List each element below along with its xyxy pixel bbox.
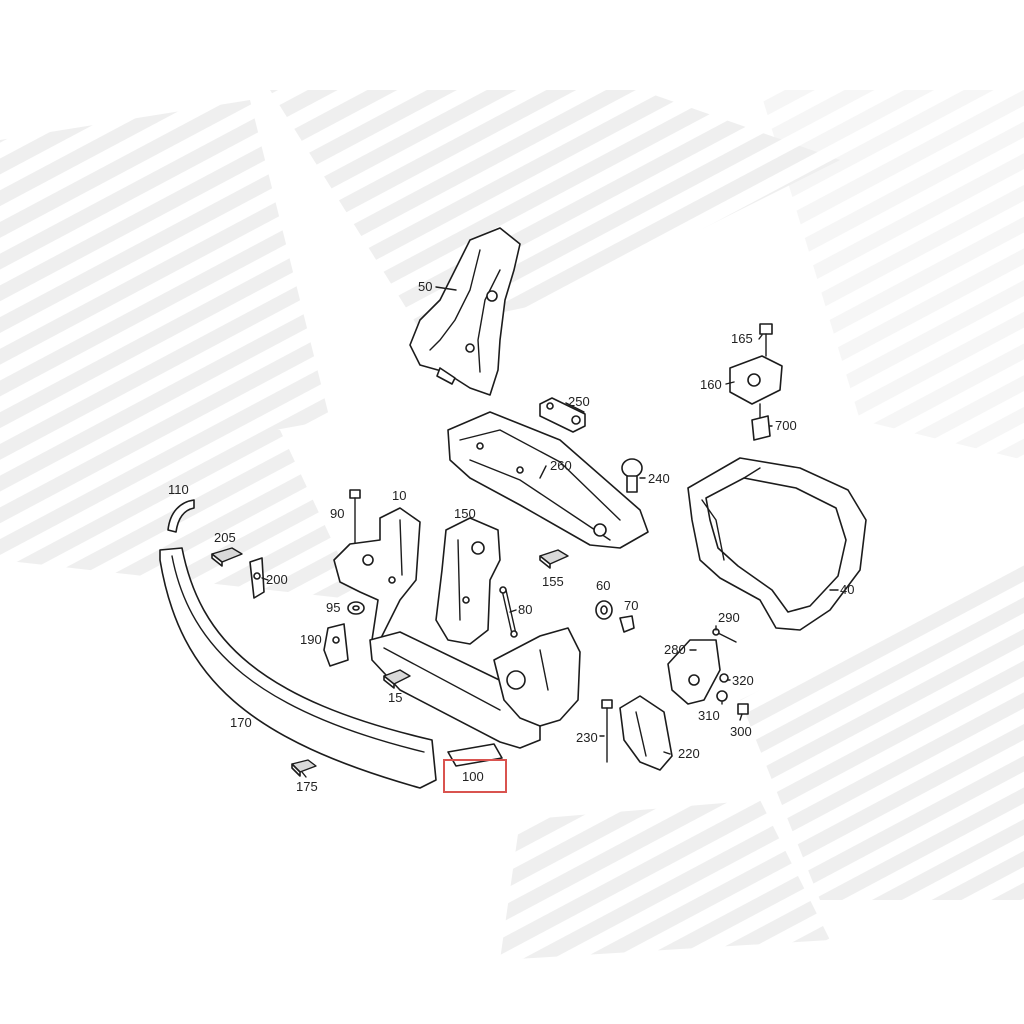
part-200-bracket[interactable]: [249, 557, 265, 599]
part-100-plate[interactable]: [447, 743, 503, 767]
part-170-bumper-beam[interactable]: [159, 547, 437, 789]
part-150-side-member[interactable]: [435, 517, 501, 645]
highlight-box: [443, 759, 507, 793]
label-165: 165: [731, 331, 753, 346]
part-155-clip[interactable]: [539, 549, 569, 569]
part-10-lock-carrier[interactable]: [333, 507, 421, 641]
label-10: 10: [392, 488, 406, 503]
label-60: 60: [596, 578, 610, 593]
label-150: 150: [454, 506, 476, 521]
side-frame-right[interactable]: [493, 627, 581, 727]
label-40: 40: [840, 582, 854, 597]
watermark: [0, 90, 1024, 960]
leader-lines: [261, 286, 839, 778]
part-40-wheelhouse-frame[interactable]: [687, 457, 867, 631]
part-70-nut[interactable]: [619, 615, 635, 633]
label-205: 205: [214, 530, 236, 545]
part-80-rod[interactable]: [499, 586, 518, 638]
part-250-bracket[interactable]: [539, 397, 586, 433]
label-160: 160: [700, 377, 722, 392]
label-200: 200: [266, 572, 288, 587]
part-230-bolt[interactable]: [601, 699, 613, 763]
label-95: 95: [326, 600, 340, 615]
part-60-grommet[interactable]: [595, 600, 613, 620]
part-205-clip[interactable]: [211, 547, 243, 567]
label-300: 300: [730, 724, 752, 739]
label-70: 70: [624, 598, 638, 613]
label-240: 240: [648, 471, 670, 486]
label-230: 230: [576, 730, 598, 745]
label-190: 190: [300, 632, 322, 647]
part-280-bracket[interactable]: [667, 639, 721, 705]
label-15: 15: [388, 690, 402, 705]
label-170: 170: [230, 715, 252, 730]
part-240-bump-stop[interactable]: [621, 458, 643, 493]
label-155: 155: [542, 574, 564, 589]
label-80: 80: [518, 602, 532, 617]
part-15-clip[interactable]: [383, 669, 411, 689]
part-320-washer[interactable]: [719, 673, 729, 683]
label-280: 280: [664, 642, 686, 657]
part-160-latch[interactable]: [729, 355, 783, 419]
label-175: 175: [296, 779, 318, 794]
label-90: 90: [330, 506, 344, 521]
label-290: 290: [718, 610, 740, 625]
part-175-clip[interactable]: [291, 759, 317, 777]
label-700: 700: [775, 418, 797, 433]
label-220: 220: [678, 746, 700, 761]
part-95-washer[interactable]: [347, 601, 365, 615]
label-110: 110: [168, 482, 189, 497]
label-310: 310: [698, 708, 720, 723]
part-310-nut[interactable]: [716, 690, 728, 702]
part-labels: 50 165 160 250 700 260 240 110 10 90 150…: [168, 279, 854, 794]
label-50: 50: [418, 279, 432, 294]
label-250: 250: [568, 394, 590, 409]
part-300-bolt[interactable]: [737, 703, 749, 715]
part-110-bracket[interactable]: [167, 499, 195, 533]
part-50-apron-section[interactable]: [409, 227, 521, 396]
part-190-bracket[interactable]: [323, 623, 349, 667]
label-320: 320: [732, 673, 754, 688]
part-700-clip[interactable]: [751, 415, 771, 441]
part-165-bolt[interactable]: [759, 323, 773, 357]
part-220-bracket[interactable]: [619, 695, 673, 771]
label-100: 100: [462, 769, 484, 784]
label-260: 260: [550, 458, 572, 473]
part-260-upper-crossmember[interactable]: [447, 411, 649, 549]
